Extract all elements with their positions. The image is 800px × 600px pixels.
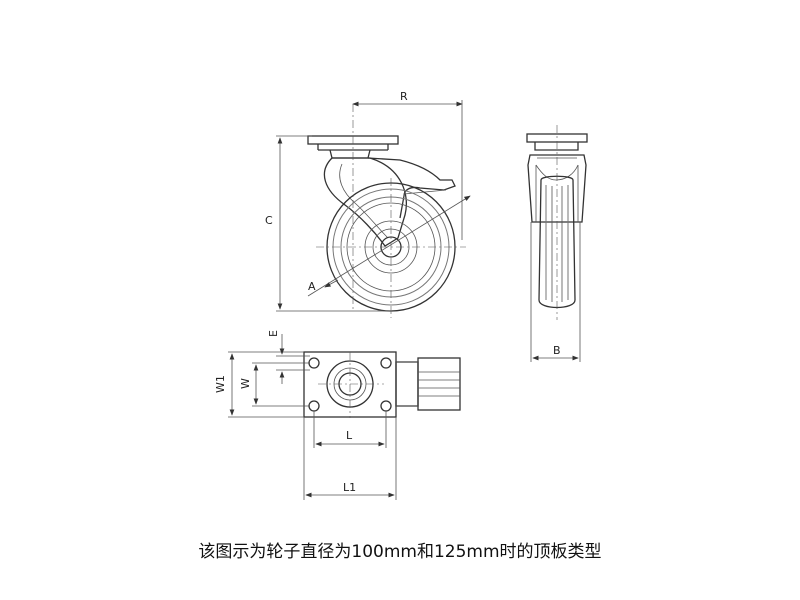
dim-label-r: R [400, 90, 408, 103]
dim-label-b: B [553, 344, 561, 357]
top-view [228, 334, 461, 500]
dim-label-c: C [265, 214, 273, 227]
dim-label-a: A [308, 280, 316, 293]
dim-label-l: L [346, 429, 353, 442]
figure-caption: 该图示为轮子直径为100mm和125mm时的顶板类型 [198, 542, 602, 562]
dim-label-w: W [239, 378, 252, 389]
side-view [276, 100, 471, 318]
front-view [526, 125, 588, 362]
dim-label-w1: W1 [214, 375, 227, 393]
dim-label-e: E [267, 330, 280, 337]
dim-label-l1: L1 [343, 481, 356, 494]
